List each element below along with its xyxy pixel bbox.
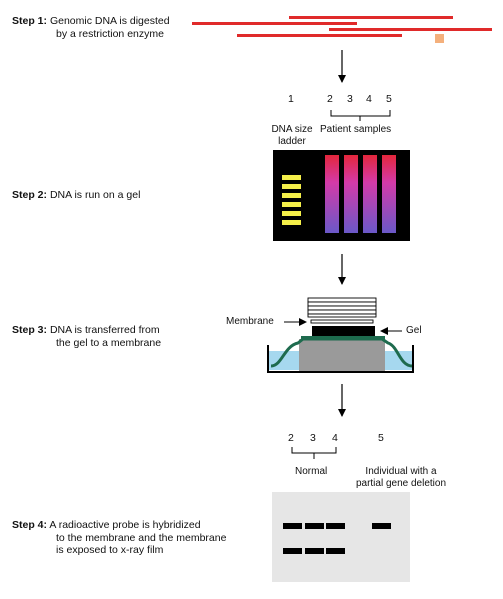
membrane [310, 319, 374, 324]
sample-lane-4 [363, 155, 377, 233]
ladder-bands [282, 175, 301, 225]
step-3-text: Step 3: DNA is transferred from the gel … [12, 324, 161, 349]
dna-fragment-small [435, 34, 444, 43]
film-band [326, 548, 345, 554]
film-lane-number-2: 2 [288, 432, 294, 444]
step-3-label: Step 3: [12, 324, 48, 336]
film-band [283, 523, 302, 529]
step-1-label: Step 1: [12, 15, 48, 27]
gel-label: Gel [406, 325, 422, 336]
step-4-line-1: A radioactive probe is hybridized [49, 519, 201, 531]
gel-lane-number-4: 4 [366, 93, 372, 105]
ladder-band [282, 193, 301, 198]
gel-lane-number-2: 2 [327, 93, 333, 105]
ladder-band [282, 211, 301, 216]
film-band [283, 548, 302, 554]
step-2-line-1: DNA is run on a gel [49, 189, 141, 201]
deletion-label: Individual with a partial gene deletion [345, 466, 457, 490]
dna-fragment [289, 16, 453, 19]
sample-lanes [325, 155, 396, 233]
film-lane-number-4: 4 [332, 432, 338, 444]
film-band [305, 548, 324, 554]
film-band [372, 523, 391, 529]
film-band [326, 523, 345, 529]
step-2-label: Step 2: [12, 189, 48, 201]
step-1-line-1: Genomic DNA is digested [49, 15, 170, 27]
step-4-line-3: is exposed to x-ray film [56, 544, 164, 556]
step-1-line-2: by a restriction enzyme [56, 27, 164, 40]
gel-lane-number-3: 3 [347, 93, 353, 105]
deletion-label-line-2: partial gene deletion [355, 478, 447, 489]
wick-top [301, 336, 385, 340]
normal-label: Normal [295, 466, 328, 477]
dna-fragment [237, 34, 402, 37]
normal-bracket [291, 447, 337, 459]
ladder-label-line-2: ladder [278, 136, 306, 147]
samples-bracket [330, 110, 391, 121]
film-lane-number-3: 3 [310, 432, 316, 444]
paper-stack [307, 297, 377, 318]
dna-fragments [192, 16, 492, 43]
step-4-line-2: to the membrane and the membrane [56, 531, 227, 544]
transfer-gel [312, 326, 375, 336]
ladder-band [282, 202, 301, 207]
xray-film [272, 492, 410, 582]
film-lane-number-5: 5 [378, 432, 384, 444]
membrane-label: Membrane [226, 316, 274, 327]
step-3-line-1: DNA is transferred from [49, 324, 160, 336]
sample-lane-3 [344, 155, 358, 233]
dna-fragment [329, 28, 492, 31]
step-4-label: Step 4: [12, 519, 48, 531]
ladder-label-line-1: DNA size [271, 124, 313, 135]
ladder-band [282, 175, 301, 180]
step-1-text: Step 1: Genomic DNA is digested by a res… [12, 15, 170, 40]
samples-label: Patient samples [320, 124, 392, 135]
ladder-band [282, 220, 301, 225]
step-2-text: Step 2: DNA is run on a gel [12, 189, 140, 202]
film-bands [283, 523, 391, 554]
film-band [305, 523, 324, 529]
sample-lane-5 [382, 155, 396, 233]
gel-lane-number-1: 1 [288, 93, 294, 105]
dna-fragment [192, 22, 357, 25]
sample-lane-2 [325, 155, 339, 233]
gel-lane-number-5: 5 [386, 93, 392, 105]
ladder-label: DNA size ladder [264, 124, 320, 148]
tray [267, 345, 414, 373]
step-4-text: Step 4: A radioactive probe is hybridize… [12, 519, 226, 557]
deletion-label-line-1: Individual with a [365, 466, 437, 477]
ladder-band [282, 184, 301, 189]
sponge [299, 339, 385, 371]
step-3-line-2: the gel to a membrane [56, 336, 162, 349]
